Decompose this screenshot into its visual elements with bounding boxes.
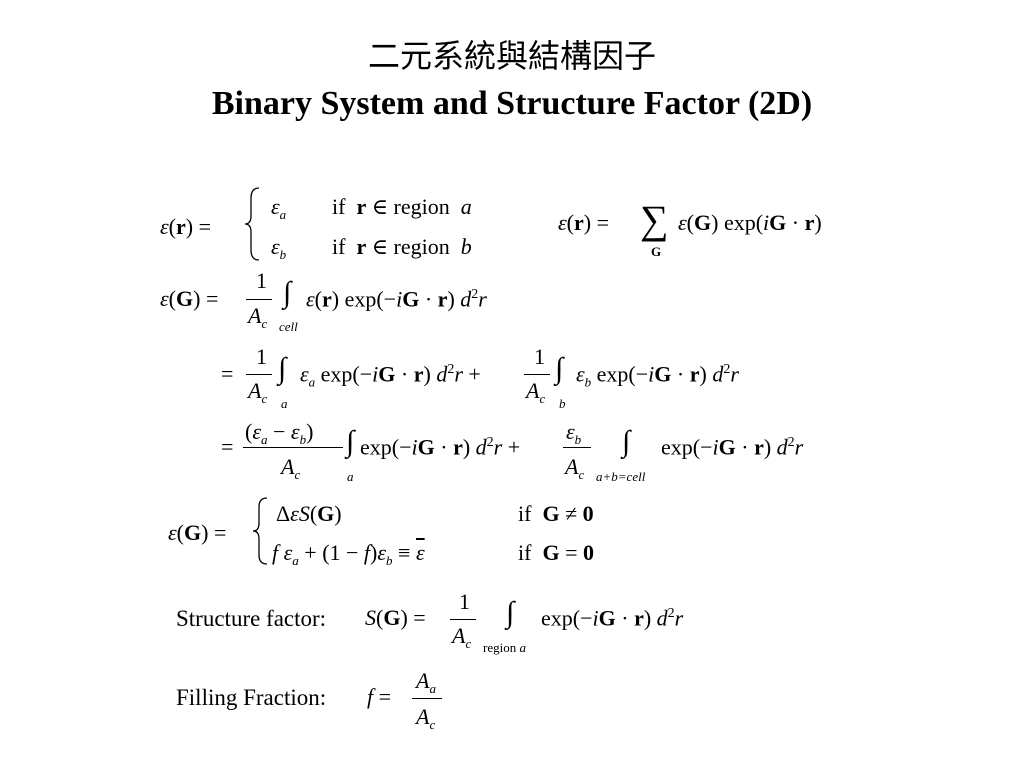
region-label: region — [393, 234, 450, 259]
if-label: if — [332, 194, 346, 219]
structure-factor-label: Structure factor: — [176, 606, 327, 631]
region-label: region — [483, 640, 517, 655]
region-label: region — [393, 194, 450, 219]
slide-title-chinese: 二元系統與結構因子 — [367, 37, 656, 75]
a-plus-b-cell-label: a+b=cell — [596, 469, 646, 484]
filling-fraction-label: Filling Fraction: — [176, 685, 327, 710]
if-label: if — [518, 540, 532, 565]
cell-label: cell — [279, 319, 298, 334]
if-label: if — [332, 234, 346, 259]
if-label: if — [518, 501, 532, 526]
left-brace-icon — [244, 187, 260, 261]
slide-title-english: Binary System and Structure Factor (2D) — [211, 85, 813, 122]
left-brace-icon — [252, 497, 268, 565]
